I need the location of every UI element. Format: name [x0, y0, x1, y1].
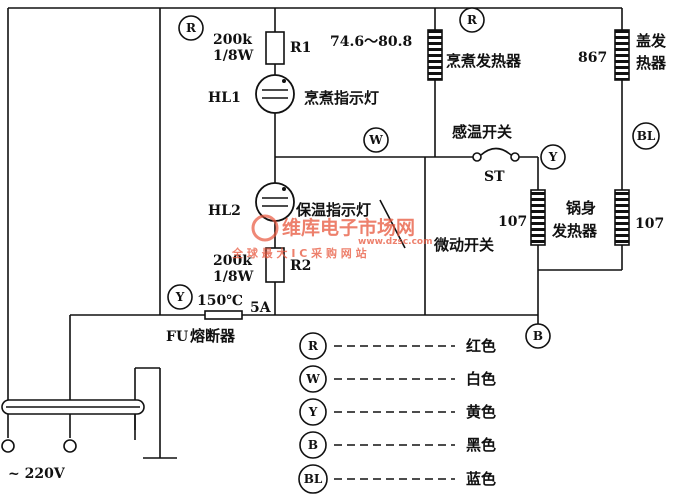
supply-voltage-label: ~ 220V: [8, 466, 66, 482]
svg-text:BL: BL: [304, 472, 323, 486]
svg-text:黑色: 黑色: [466, 436, 496, 454]
resistor-r1: 200k 1/8W R1: [213, 31, 311, 65]
wiring: [7, 7, 623, 459]
lamp-hl1: HL1 烹煮指示灯: [208, 74, 379, 114]
body-heater-label-line2: 发热器: [551, 222, 598, 240]
legend-item-w: W 白色: [299, 365, 496, 393]
thermo-switch-name: ST: [484, 169, 505, 185]
svg-text:W: W: [368, 133, 383, 147]
fuse-name: FU: [166, 329, 188, 345]
svg-text:Y: Y: [548, 150, 558, 164]
cook-heater-value: 74.6～80.8: [330, 34, 412, 50]
svg-text:Y: Y: [308, 405, 318, 419]
tag-y-right: Y: [540, 144, 566, 170]
lamp-hl2: HL2 保温指示灯: [208, 182, 371, 222]
tag-bl: BL: [632, 122, 660, 150]
svg-text:W: W: [305, 372, 320, 386]
fuse-rating: 150℃: [197, 293, 243, 309]
tag-y-left: Y: [167, 284, 193, 310]
r1-value-line1: 200k: [213, 32, 252, 48]
svg-text:红色: 红色: [466, 337, 496, 355]
lid-heater-value: 867: [578, 50, 607, 66]
watermark-slogan: 全 球 最 大 I C 采 购 网 站: [231, 246, 367, 260]
power-cord: ~ 220V: [1, 399, 145, 482]
fuse-rating-amp: 5A: [250, 300, 272, 316]
hl1-name: HL1: [208, 90, 241, 106]
legend-item-y: Y 黄色: [299, 398, 496, 426]
svg-text:R: R: [186, 21, 197, 35]
svg-text:蓝色: 蓝色: [466, 470, 496, 488]
watermark-brand: 维库电子市场网: [282, 216, 415, 239]
svg-text:B: B: [308, 438, 318, 452]
svg-text:白色: 白色: [466, 370, 496, 388]
thermo-switch-label: 感温开关: [452, 123, 512, 141]
svg-text:B: B: [533, 329, 543, 343]
tag-b: B: [525, 323, 551, 349]
micro-switch-resistor: 107 微动开关: [433, 189, 546, 254]
micro-switch-label: 微动开关: [433, 236, 494, 254]
svg-text:Y: Y: [175, 290, 185, 304]
lid-heater-label-line1: 盖发: [636, 32, 667, 50]
fuse-label: 熔断器: [190, 327, 236, 345]
tag-w: W: [363, 127, 389, 153]
plug-pin-left: [1, 439, 15, 453]
tag-r-left: R: [178, 15, 204, 41]
body-heater-value: 107: [635, 216, 664, 232]
cook-heater: 74.6～80.8 烹煮发热器: [330, 29, 522, 81]
micro-switch-value: 107: [498, 214, 527, 230]
thermo-switch: 感温开关 ST: [452, 123, 520, 185]
r2-value-line1: 200k: [213, 253, 252, 269]
lid-heater-label-line2: 热器: [636, 54, 667, 72]
r1-value-line2: 1/8W: [213, 48, 254, 64]
hl2-label: 保温指示灯: [295, 201, 371, 219]
color-legend: R 红色 W 白色 Y 黄色 B 黑色 BL 蓝色: [298, 332, 496, 494]
legend-item-bl: BL 蓝色: [298, 464, 496, 494]
r1-name: R1: [290, 40, 311, 56]
hl1-label: 烹煮指示灯: [304, 89, 379, 107]
watermark-url: www.dzsc.com: [358, 237, 432, 247]
svg-text:R: R: [467, 13, 478, 27]
tag-r-right: R: [459, 7, 485, 33]
cook-heater-label: 烹煮发热器: [446, 52, 522, 70]
r2-value-line2: 1/8W: [213, 269, 254, 285]
svg-text:黄色: 黄色: [466, 403, 496, 421]
watermark-logo-icon: [251, 214, 279, 242]
body-heater-label-line1: 锅身: [566, 199, 596, 217]
watermark: 维库电子市场网 www.dzsc.com 全 球 最 大 I C 采 购 网 站: [231, 214, 432, 260]
wire-tags: R R W Y BL Y B: [167, 7, 660, 349]
svg-text:BL: BL: [637, 129, 656, 143]
resistor-r2: 200k 1/8W R2: [213, 247, 311, 285]
lid-heater: 867 盖发 热器: [578, 29, 667, 81]
legend-item-b: B 黑色: [299, 431, 496, 459]
svg-text:R: R: [308, 339, 319, 353]
fuse: 150℃ 5A FU 熔断器: [166, 293, 272, 345]
body-heater: 锅身 发热器 107: [551, 189, 664, 246]
legend-item-r: R 红色: [299, 332, 496, 360]
hl2-name: HL2: [208, 203, 241, 219]
plug-pin-right: [63, 439, 77, 453]
r2-name: R2: [290, 258, 311, 274]
